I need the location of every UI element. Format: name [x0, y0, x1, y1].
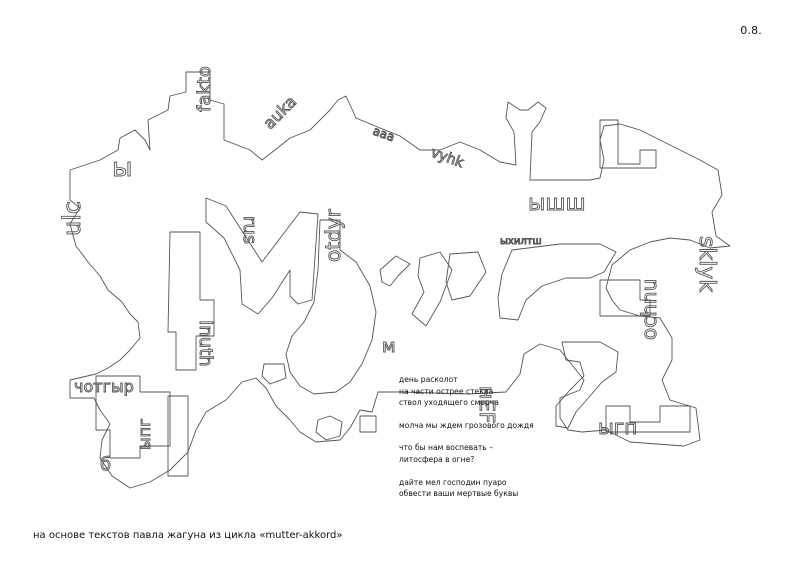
svg-text:ы: ы [112, 153, 133, 183]
svg-text:otdyr: otdyr [321, 208, 345, 262]
poem-line: обвести ваши мертвые буквы [399, 489, 519, 499]
poem-line: дайте мел господин пуаро [399, 477, 507, 487]
svg-text:б: б [100, 454, 111, 475]
svg-text:ышш: ышш [528, 191, 586, 216]
svg-text:ochnu: ochnu [637, 279, 661, 340]
poem-line: день расколот [399, 375, 458, 384]
poem: день расколот на части острее стекла ств… [399, 374, 589, 511]
svg-text:aaa: aaa [371, 124, 397, 145]
svg-text:ulc: ulc [58, 201, 86, 236]
poem-stanza: что бы нам воспевать – литосфера в огне? [399, 442, 589, 465]
caption: на основе текстов павла жагуна из цикла … [33, 530, 343, 541]
poem-stanza: дайте мел господин пуаро обвести ваши ме… [399, 477, 589, 500]
poem-stanza: день расколот на части острее стекла ств… [399, 374, 589, 409]
poem-stanza: молча мы ждем грозового дождя [399, 420, 589, 432]
svg-text:auka: auka [259, 92, 300, 133]
svg-text:нЕF: нЕF [475, 386, 499, 423]
svg-text:sklyk: sklyk [694, 236, 719, 292]
svg-text:ыпг: ыпг [135, 419, 154, 451]
svg-text:vyhk: vyhk [429, 145, 467, 172]
svg-text:rus: rus [239, 216, 260, 244]
svg-text:ыхилтш: ыхилтш [500, 236, 542, 247]
poem-line: ствол уходящего смерча [399, 398, 499, 408]
svg-text:м: м [382, 336, 396, 357]
page-number: 0.8. [740, 24, 762, 37]
poem-line: молча мы ждем грозового дождя [399, 420, 534, 430]
svg-text:чотгыр: чотгыр [74, 377, 134, 396]
svg-text:Inuth: Inuth [195, 320, 216, 367]
poem-line: что бы нам воспевать – [399, 443, 493, 453]
svg-text:ыгп: ыгп [598, 415, 637, 439]
poem-line: на части острее стекла [399, 386, 494, 396]
poem-line: литосфера в огне? [399, 454, 475, 464]
svg-text:fakto: fakto [194, 66, 215, 112]
